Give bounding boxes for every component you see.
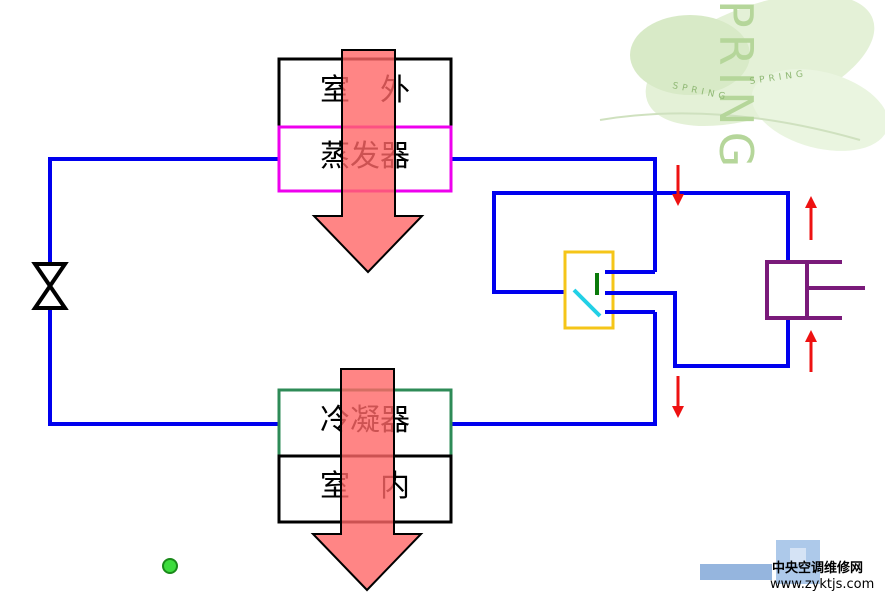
reversing-valve — [563, 250, 615, 330]
heat-arrow-indoor — [310, 368, 424, 592]
flow-arrow-down-2 — [672, 376, 684, 418]
flow-arrow-up-1 — [805, 196, 817, 240]
spring-watermark: PRING — [709, 0, 763, 173]
site-url: www.zyktjs.com — [770, 577, 874, 592]
pipe-bottom-left — [48, 308, 279, 426]
flow-arrow-up-2 — [805, 330, 817, 372]
pipe-top-right — [452, 157, 657, 272]
pipe-bottom-right — [452, 312, 657, 426]
expansion-valve-icon — [31, 262, 69, 310]
pipe-top-left — [48, 157, 279, 264]
flow-arrows — [672, 165, 817, 418]
leaf-decoration — [599, 0, 885, 151]
site-logo — [700, 540, 820, 584]
pipe-capillary-left — [492, 191, 790, 294]
pipe-reversing-mid — [605, 291, 790, 368]
heat-arrow-outdoor — [311, 49, 425, 274]
action-button[interactable] — [162, 558, 178, 574]
flow-arrow-down-1 — [672, 165, 684, 206]
compressor-cylinder — [765, 260, 809, 320]
site-name: 中央空调维修网 — [772, 560, 863, 576]
reversing-valve-slider — [572, 288, 602, 318]
